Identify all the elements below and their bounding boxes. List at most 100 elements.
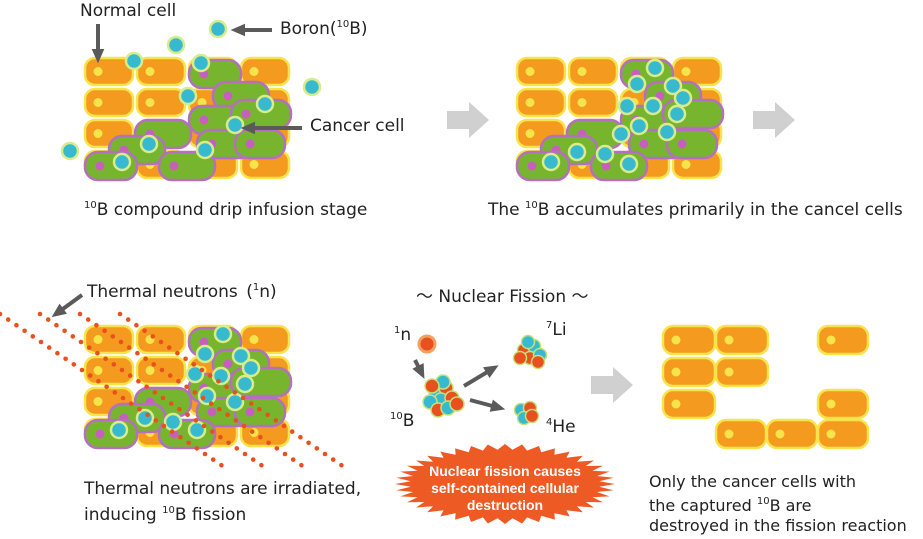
boron-atom [673,88,693,108]
normal-cell [83,56,135,87]
boron-atom [657,122,677,142]
cancer-cell-nucleus [95,161,105,171]
neutron-particle [150,334,156,339]
boron-label: Boron(10B) [280,19,368,39]
boron-atom [195,344,215,364]
normal-cell-nucleus [525,129,535,138]
neutron-particle [143,356,148,362]
normal-cell-nucleus [93,335,103,344]
lithium7-particle [512,350,528,366]
cancer-cell-nucleus [223,359,233,369]
normal-cell [515,87,567,118]
neutron-particle [5,317,11,322]
normal-cell-nucleus [93,98,103,107]
normal-cell-nucleus [93,366,103,375]
boron-atom [302,77,322,97]
cancer-cell-nucleus [223,91,233,101]
nuclear-fission-title: ～ Nuclear Fission ～ [416,287,589,307]
neutron-particle [95,350,100,356]
neutron-particle [167,373,173,378]
neutron-particle [153,418,159,423]
neutron-particle [176,378,181,384]
panel-destruction-result [661,324,870,450]
neutron-particle [38,339,44,345]
normal-cell [515,56,567,87]
neutron-particle [151,362,157,367]
neutron-particle [192,390,198,395]
neutron-particle [136,378,141,384]
boron-atom [235,374,255,394]
neutron-particle [30,334,36,339]
neutron-particle [134,322,139,328]
boron-atom [617,96,637,116]
neutron-particle [234,446,240,451]
boron-atom [255,94,275,114]
normal-cell [661,324,717,356]
label-pointers [91,23,302,135]
neutron-particle [210,457,216,462]
fission-burst-text: Nuclear fission causes self-contained ce… [429,463,581,513]
normal-cell-nucleus [249,335,259,344]
normal-cell-nucleus [577,98,587,107]
boron-atom [643,96,663,116]
cancer-cell-nucleus [639,139,649,149]
neutron-particle [175,350,180,356]
normal-cell-nucleus [93,129,103,138]
normal-cell-nucleus [724,335,734,345]
normal-cell [661,356,717,388]
neutron-particle [144,384,149,390]
neutron-particle [166,345,172,350]
normal-cell-nucleus [724,367,734,377]
normal-cell [765,418,819,450]
neutron-particle [250,457,256,462]
neutron-particle [70,334,76,339]
neutron-particle [161,423,167,429]
neutron-particle [306,440,311,446]
neutron-particle [103,356,108,362]
neutron-particle [314,446,320,451]
lithium7-particle [530,354,546,370]
stage-transition-arrow [753,102,795,138]
neutron-particle [240,395,246,401]
neutron-particle [217,406,222,412]
neutron-particle [257,406,262,412]
cancer-cell-nucleus [95,429,105,439]
normal-cell [567,56,619,87]
neutron-particle [191,362,197,367]
neutron-particle [135,350,140,356]
neutron-particle [45,317,51,322]
neutron-particle [55,350,60,356]
stage4-caption: Only the cancer cells with the captured … [649,472,907,535]
boron-atom [124,51,144,71]
normal-cell-nucleus [724,429,734,439]
neutron-particle [249,429,255,434]
normal-cell [714,418,768,450]
normal-cell-nucleus [249,160,259,169]
boron-atom [166,35,186,55]
neutron-particle [128,401,134,406]
normal-cell-nucleus [681,67,691,76]
neutron-particle [63,356,68,362]
normal-cell-nucleus [671,399,681,409]
stage-arrows [447,102,795,403]
neutron-particle [274,446,280,451]
pointer-arrow-head [230,23,245,37]
boron-atom [567,142,587,162]
boron-atom [191,53,211,73]
neutron-particle [79,367,85,373]
neutron-particle [86,345,92,350]
neutron-particle [232,390,238,395]
neutron-particle [110,334,116,339]
neutron-particle [96,378,101,384]
pointer-arrow-head [51,303,67,318]
neutron-particle [54,322,59,328]
neutron-particle [160,395,166,401]
boron-atom [139,134,159,154]
neutron-particle [273,418,279,423]
boron-atom [178,86,198,106]
normal-cell-nucleus [826,429,836,439]
incoming-neutron [417,334,437,354]
neutron-particle [85,317,91,322]
helium4-particle [524,408,540,424]
